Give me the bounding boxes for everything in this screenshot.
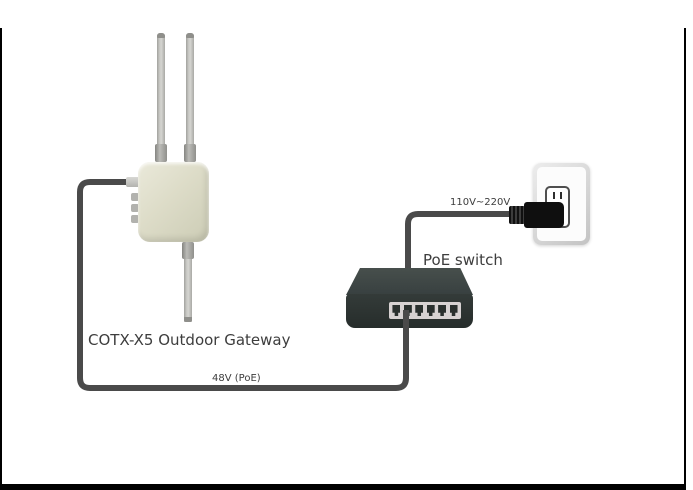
power-cable-label: 110V~220V xyxy=(450,197,511,208)
ethernet-port xyxy=(392,305,401,316)
ethernet-port xyxy=(415,305,424,316)
antenna-tip xyxy=(184,317,192,322)
page-border-left xyxy=(0,28,2,490)
poe-cable-label: 48V (PoE) xyxy=(212,373,261,384)
power-plug xyxy=(524,202,564,228)
gateway-body xyxy=(138,162,209,242)
antenna-connector xyxy=(155,144,167,162)
gateway-antenna-right xyxy=(184,33,196,162)
ethernet-port-row xyxy=(389,302,461,319)
page-border-right xyxy=(684,28,686,490)
outlet-slot xyxy=(553,192,555,199)
antenna-connector xyxy=(182,242,194,259)
gateway-antenna-bottom xyxy=(182,242,194,322)
ethernet-port xyxy=(403,305,412,316)
outlet-slot xyxy=(560,192,562,199)
antenna-connector xyxy=(184,144,196,162)
ethernet-port xyxy=(438,305,447,316)
ethernet-port xyxy=(449,305,458,316)
antenna-cap xyxy=(186,33,194,38)
gateway-antenna-left xyxy=(155,33,167,162)
plug-strain-relief xyxy=(509,206,525,224)
ethernet-port xyxy=(426,305,435,316)
poe-switch-label: PoE switch xyxy=(423,251,503,269)
page-border-bottom xyxy=(0,484,686,490)
antenna-cap xyxy=(157,33,165,38)
gateway-label: COTX-X5 Outdoor Gateway xyxy=(88,331,291,349)
poe-switch-top xyxy=(346,268,473,295)
